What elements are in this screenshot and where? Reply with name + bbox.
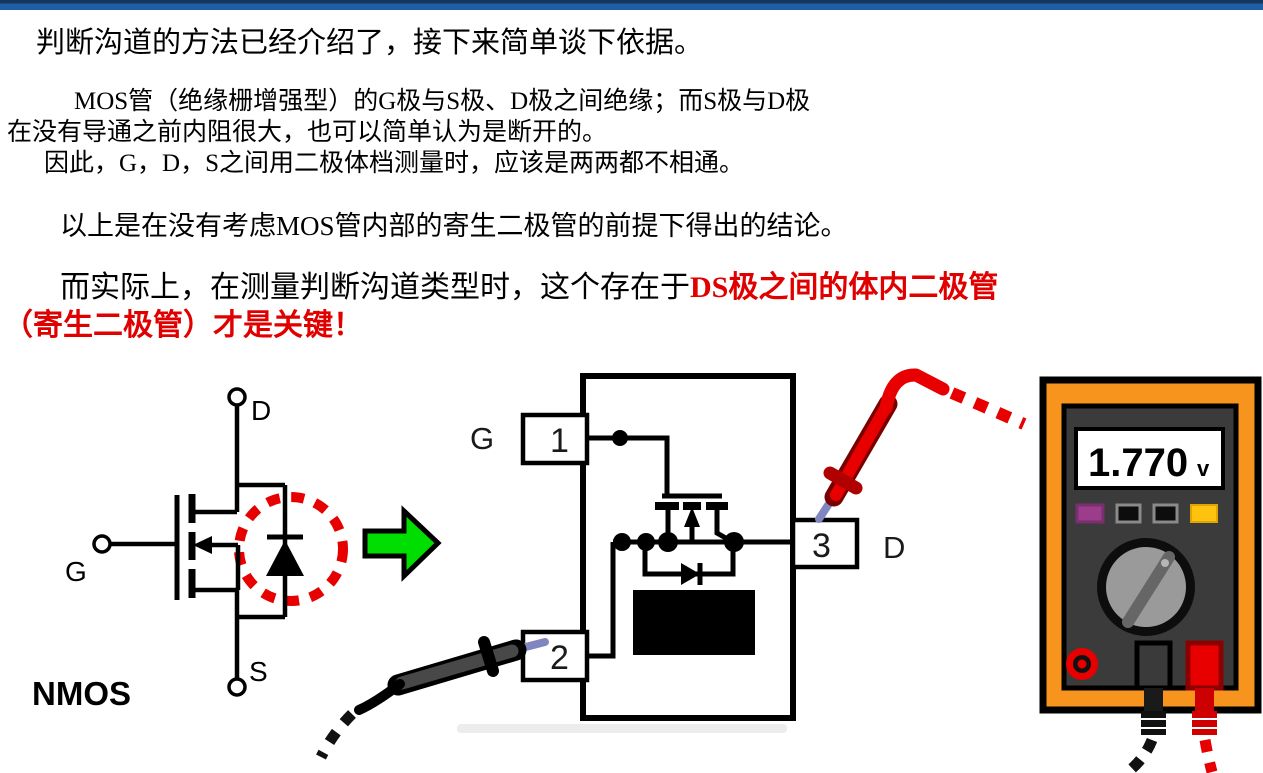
die-internal-circuit xyxy=(587,430,793,659)
display-reading: 1.770 xyxy=(1088,441,1188,485)
bond-dot xyxy=(613,533,631,551)
die-arrow-icon xyxy=(684,507,700,527)
paragraph-3: 以上是在没有考虑MOS管内部的寄生二极管的前提下得出的结论。 xyxy=(60,211,848,241)
shadow-bar xyxy=(457,724,787,733)
dial-pointer-dot xyxy=(1161,559,1169,567)
body-diode-icon xyxy=(266,540,304,576)
nmos-label: NMOS xyxy=(32,675,131,712)
paragraph-2-line-1: MOS管（绝缘栅增强型）的G极与S极、D极之间绝缘；而S极与D极 xyxy=(74,88,811,115)
top-bar-dark xyxy=(0,0,1263,4)
paragraph-4-line-1: 而实际上，在测量判断沟道类型时，这个存在于DS极之间的体内二极管 xyxy=(60,271,998,306)
die-pad-block xyxy=(633,590,755,655)
red-plug xyxy=(1185,640,1224,773)
package-drain-label: D xyxy=(883,530,905,565)
bond-dot xyxy=(637,533,655,551)
pin1-number: 1 xyxy=(550,422,569,460)
die-diode-icon xyxy=(681,563,700,585)
package-diagram: 1 2 3 G D xyxy=(457,373,905,733)
multimeter-display xyxy=(1074,427,1225,490)
bond-dot xyxy=(658,532,678,552)
source-label: S xyxy=(249,656,268,687)
arrow-right-icon xyxy=(362,505,442,582)
gate-label: G xyxy=(65,556,87,587)
red-probe-lead-dashed xyxy=(949,387,1027,430)
paragraph-2-line-2: 在没有导通之前内阻很大，也可以简单认为是断开的。 xyxy=(7,119,608,146)
purple-button[interactable] xyxy=(1075,503,1105,524)
red-lead-dashed xyxy=(1199,739,1218,773)
highlight-dashed-circle-icon xyxy=(234,492,348,606)
dial-pointer xyxy=(1122,551,1175,628)
black-lead-dashed xyxy=(1124,737,1158,773)
package-gate-label: G xyxy=(470,421,494,456)
black-button-1[interactable] xyxy=(1115,503,1142,524)
multimeter: 1.770 v xyxy=(1039,376,1262,773)
red-probe-collar xyxy=(823,466,863,495)
pin2-number: 2 xyxy=(550,639,569,677)
bond-dot xyxy=(724,532,744,552)
red-probe-lead xyxy=(879,368,950,415)
black-plug xyxy=(1124,640,1173,773)
red-jack-center xyxy=(1077,659,1087,669)
black-button-2[interactable] xyxy=(1152,503,1179,524)
black-probe-collar xyxy=(478,636,499,677)
body-arrow-icon xyxy=(193,536,212,554)
paragraph-2-line-3: 因此，G，D，S之间用二极体档测量时，应该是两两都不相通。 xyxy=(44,150,745,177)
pin3-number: 3 xyxy=(812,527,831,565)
black-probe-lead-dashed xyxy=(316,710,356,760)
red-probe xyxy=(815,368,1027,523)
yellow-button[interactable] xyxy=(1190,504,1218,523)
paragraph-4-black-part: 而实际上，在测量判断沟道类型时，这个存在于 xyxy=(60,271,690,304)
black-probe xyxy=(316,636,549,760)
paragraph-4-red-part: DS极之间的体内二极管 xyxy=(690,271,999,304)
display-unit: v xyxy=(1197,456,1210,481)
paragraph-4-line-2: （寄生二极管）才是关键！ xyxy=(3,309,363,342)
black-probe-lead xyxy=(354,679,405,715)
drain-label: D xyxy=(251,395,271,426)
paragraph-1: 判断沟道的方法已经介绍了，接下来简单谈下依据。 xyxy=(36,27,704,59)
die-wire-to-pin2 xyxy=(587,542,616,659)
nmos-symbol-diagram: D G S NMOS xyxy=(32,387,348,712)
bond-dot xyxy=(612,430,628,446)
top-bar-blue xyxy=(0,3,1263,10)
